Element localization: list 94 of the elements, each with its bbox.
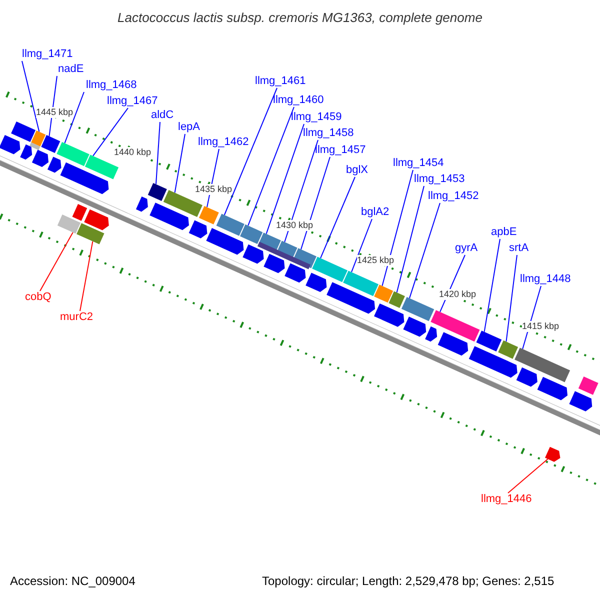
footer-text: Accession: NC_009004: [10, 575, 136, 588]
gene-block: [264, 254, 285, 274]
gene-box: [41, 135, 60, 154]
title: Lactococcus lactis subsp. cremoris MG1363, complete genome: [116, 11, 484, 24]
gene-label: llmg_1462: [198, 136, 249, 149]
gene-label: nadE: [58, 63, 84, 76]
leader-line: [506, 254, 518, 342]
gene-label: apbE: [491, 226, 517, 239]
gene-block: [425, 326, 438, 342]
gene-box: [216, 214, 244, 236]
gene-block: [306, 272, 327, 292]
gene-box: [57, 214, 81, 234]
gene-label: llmg_1453: [414, 173, 465, 186]
gene-label: cobQ: [25, 291, 52, 304]
scale-label: 1435 kbp: [195, 184, 232, 195]
scale-label: 1420 kbp: [439, 289, 476, 300]
gene-label: lepA: [178, 121, 200, 134]
scale-label: 1430 kbp: [276, 220, 314, 231]
gene-block: [47, 156, 62, 173]
gene-block: [438, 332, 468, 356]
gene-block: [32, 150, 49, 167]
leader-line: [266, 124, 304, 234]
gene-box: [84, 154, 119, 180]
gene-box: [430, 310, 480, 342]
gene-block: [537, 376, 568, 400]
leader-line: [382, 170, 414, 286]
gene-box: [257, 242, 311, 270]
leader-line: [174, 134, 186, 194]
gene-block: [516, 367, 538, 387]
scale-label: 1415 kbp: [522, 321, 560, 332]
gene-label: llmg_1448: [520, 273, 571, 286]
gene-box: [401, 296, 434, 322]
leader-line: [224, 88, 278, 216]
gene-box: [476, 330, 502, 352]
leader-line: [40, 232, 74, 292]
gene-block: [374, 303, 404, 327]
leader-line: [484, 238, 500, 332]
leader-line: [248, 106, 294, 226]
leader-line: [409, 202, 440, 299]
gene-label: llmg_1458: [303, 127, 354, 140]
scale-label: 1445 kbp: [36, 107, 74, 118]
leader-line: [80, 240, 94, 312]
footer-text: Topology: circular; Length: 2,529,478 bp; Genes: 2,515: [262, 575, 554, 588]
gene-label: llmg_1452: [428, 190, 479, 203]
gene-label: llmg_1471: [22, 48, 73, 61]
gene-label: llmg_1461: [255, 75, 306, 88]
gene-label: bglA2: [361, 206, 390, 219]
leader-line: [351, 218, 372, 273]
gene-box: [31, 130, 46, 146]
leader-line: [300, 156, 330, 250]
gene-label: llmg_1467: [107, 95, 158, 108]
gene-label: gyrA: [455, 242, 478, 255]
gene-block: [60, 162, 109, 194]
gene-label: srtA: [509, 242, 529, 255]
gene-box: [514, 348, 570, 382]
gene-block: [284, 263, 306, 283]
gene-label: llmg_1457: [315, 144, 366, 157]
gene-box: [198, 206, 219, 224]
gene-block: [188, 220, 208, 238]
gene-label: llmg_1468: [86, 79, 137, 92]
gene-label: llmg_1460: [273, 94, 324, 107]
gene-box: [498, 340, 518, 359]
leader-line: [156, 122, 160, 185]
gene-block: [569, 391, 592, 412]
gene-box: [312, 256, 348, 282]
leader-line: [22, 60, 40, 132]
gene-box: [240, 224, 263, 244]
leader-line: [396, 186, 424, 293]
gene-label: llmg_1446: [481, 493, 532, 506]
gene-label: murC2: [60, 311, 94, 324]
gene-block: [242, 244, 264, 264]
gene-block: [206, 228, 244, 255]
gene-label: llmg_1454: [393, 157, 444, 170]
gene-box: [578, 376, 598, 395]
gene-block: [20, 144, 32, 160]
gene-block: [150, 202, 189, 230]
gene-block: [136, 196, 148, 212]
scale-label: 1425 kbp: [357, 255, 394, 266]
gene-box: [343, 270, 378, 296]
leader-line: [92, 108, 128, 156]
gene-label: bglX: [346, 164, 368, 177]
leader-line: [320, 176, 356, 259]
leader-line: [284, 140, 318, 242]
gene-box: [11, 122, 36, 142]
gene-box: [56, 142, 90, 166]
gene-label: aldC: [151, 109, 174, 122]
leader-line: [508, 458, 548, 494]
gene-box: [388, 291, 405, 308]
gene-box: [76, 223, 104, 244]
leader-line: [64, 92, 84, 144]
gene-label: llmg_1459: [291, 111, 342, 124]
scale-label: 1440 kbp: [114, 147, 152, 158]
gene-box: [72, 204, 88, 221]
gene-block: [326, 282, 376, 314]
